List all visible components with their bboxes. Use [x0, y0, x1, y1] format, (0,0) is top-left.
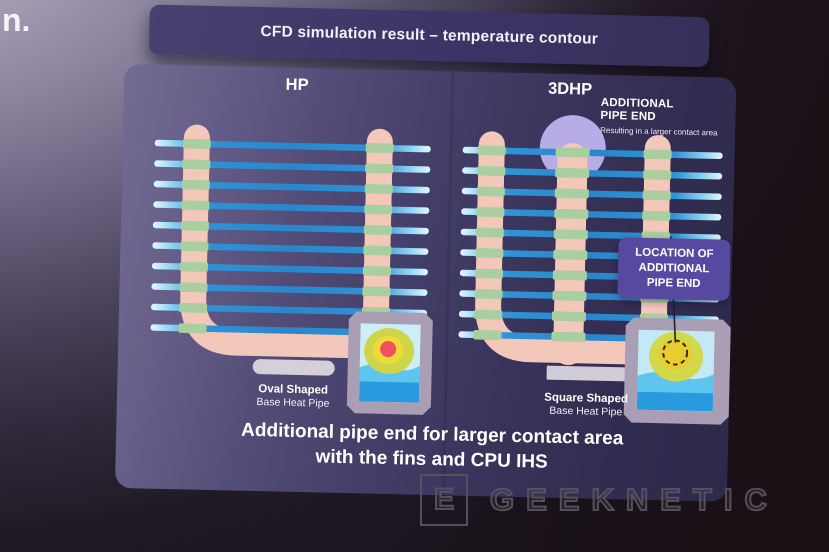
threedhp-square-base-pad — [546, 365, 627, 382]
pipe-end-location-dashed-marker — [662, 339, 689, 366]
hp-hotspot-marker — [380, 341, 397, 358]
hp-heatsink-diagram — [150, 124, 433, 415]
hp-diagram-label: HP — [285, 75, 309, 95]
geeknetic-brand-text: GEEKNETIC — [489, 481, 779, 518]
geeknetic-watermark: E GEEKNETIC — [420, 474, 779, 526]
callout-line2: ADDITIONAL — [638, 261, 710, 276]
geeknetic-logo-letter: E — [433, 482, 455, 517]
threedhp-base-caption: Square Shaped Base Heat Pipe — [506, 391, 667, 420]
hp-temperature-contour — [358, 328, 420, 403]
callout-line3: PIPE END — [646, 276, 701, 290]
additional-pipe-end-annotation: ADDITIONAL PIPE END Resulting in a large… — [600, 97, 733, 138]
slide-footer-message: Additional pipe end for larger contact a… — [145, 417, 718, 479]
slide-title-bar: CFD simulation result – temperature cont… — [148, 4, 710, 68]
projected-slide: CFD simulation result – temperature cont… — [114, 0, 738, 514]
location-callout-box: LOCATION OF ADDITIONAL PIPE END — [617, 237, 731, 301]
hp-oval-base-pad — [252, 359, 335, 376]
hp-base-caption: Oval Shaped Base Heat Pipe — [213, 382, 374, 411]
slide-content-panel: HP 3DHP — [114, 63, 737, 502]
annotation-title-line2: PIPE END — [600, 110, 656, 124]
threedhp-heatsink-diagram — [458, 115, 731, 425]
slide-title: CFD simulation result – temperature cont… — [260, 23, 599, 48]
threedhp-diagram-label: 3DHP — [547, 79, 593, 99]
previous-slide-text-fragment: n. — [2, 2, 31, 38]
geeknetic-logo-icon: E — [420, 474, 468, 526]
